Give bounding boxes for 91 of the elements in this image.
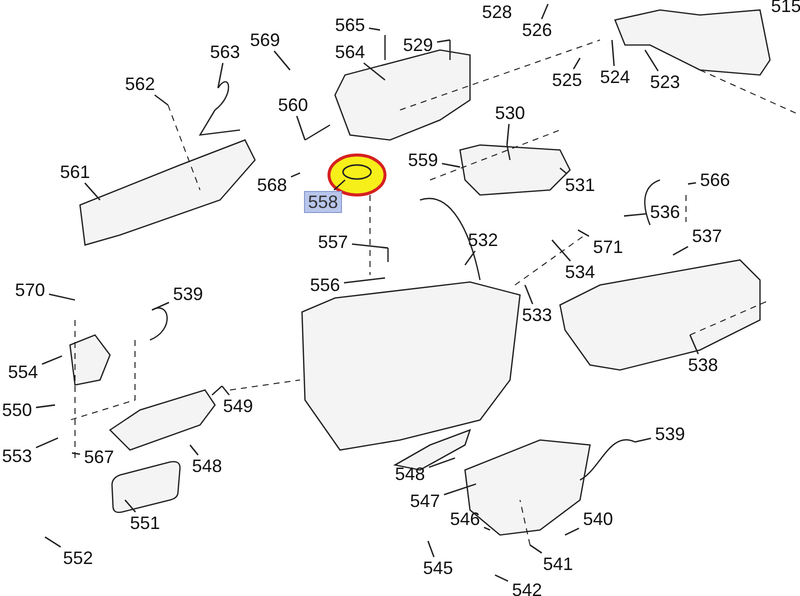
callout-number: 566 xyxy=(697,170,733,190)
callout-number: 570 xyxy=(12,280,48,300)
leader-line xyxy=(541,4,549,20)
leader-line xyxy=(368,27,380,31)
callout-number: 524 xyxy=(597,67,633,87)
leader-line xyxy=(428,457,456,468)
callout-number: 561 xyxy=(57,162,93,182)
leader-line xyxy=(189,444,199,456)
leader-line xyxy=(444,483,476,496)
leader-line xyxy=(290,172,300,178)
callout-number: 537 xyxy=(689,226,725,246)
leader-line xyxy=(48,294,76,301)
leader-line xyxy=(124,500,136,512)
callout-number: 554 xyxy=(5,362,41,382)
callout-number: 552 xyxy=(60,548,96,568)
leader-line xyxy=(689,334,699,354)
callout-number: 536 xyxy=(647,202,683,222)
leader-line xyxy=(564,528,580,536)
leader-line xyxy=(352,243,388,249)
leader-line xyxy=(84,182,101,200)
callout-number: 569 xyxy=(247,30,283,50)
callout-number: 548 xyxy=(189,456,225,476)
callout-number: 525 xyxy=(549,70,585,90)
leader-line xyxy=(484,526,490,531)
leader-line xyxy=(524,284,534,304)
callout-number: 531 xyxy=(562,175,598,195)
leader-line xyxy=(334,179,346,191)
callout-number: 559 xyxy=(405,150,441,170)
callout-number: 548 xyxy=(392,464,428,484)
leader-line xyxy=(154,94,168,106)
leader-line xyxy=(44,536,62,548)
callout-number: 534 xyxy=(562,262,598,282)
leader-line xyxy=(672,246,688,256)
callout-number: 553 xyxy=(0,446,35,466)
leader-line xyxy=(634,438,652,443)
callout-number: 550 xyxy=(0,400,35,420)
callout-number: 560 xyxy=(275,95,311,115)
leader-line xyxy=(217,62,224,88)
callout-number: 528 xyxy=(479,2,515,22)
leader-line xyxy=(688,182,696,185)
leader-line xyxy=(427,540,435,558)
leader-line xyxy=(42,355,62,365)
leader-line xyxy=(560,167,568,175)
leader-line xyxy=(464,250,476,266)
callout-number: 558 xyxy=(304,191,342,213)
leader-line xyxy=(274,50,291,70)
leader-line xyxy=(530,544,542,554)
callout-number: 556 xyxy=(307,275,343,295)
leader-line xyxy=(436,39,450,43)
callout-number: 549 xyxy=(220,396,256,416)
leader-line xyxy=(363,62,386,81)
callout-number: 551 xyxy=(127,513,163,533)
leader-line xyxy=(36,404,56,408)
leader-line xyxy=(36,437,58,448)
leader-line xyxy=(344,277,386,284)
callout-number: 539 xyxy=(170,284,206,304)
callout-number: 533 xyxy=(519,305,555,325)
leader-line xyxy=(644,50,659,72)
callout-number: 564 xyxy=(332,42,368,62)
callout-number: 547 xyxy=(407,491,443,511)
callout-number: 538 xyxy=(685,355,721,375)
callout-number: 542 xyxy=(509,580,545,596)
leader-line xyxy=(442,162,460,168)
callout-number: 526 xyxy=(519,20,555,40)
callout-number: 532 xyxy=(465,230,501,250)
leader-line xyxy=(221,386,230,396)
callout-number: 571 xyxy=(590,237,626,257)
leader-line xyxy=(572,58,581,70)
callout-number: 541 xyxy=(540,554,576,574)
callout-number: 557 xyxy=(315,232,351,252)
callout-number: 545 xyxy=(420,558,456,578)
callout-number: 529 xyxy=(400,35,436,55)
callout-number: 563 xyxy=(207,42,243,62)
callout-number: 539 xyxy=(652,424,688,444)
leader-line xyxy=(152,302,170,311)
callout-number: 568 xyxy=(254,175,290,195)
callout-number: 567 xyxy=(81,447,117,467)
callout-number: 540 xyxy=(580,509,616,529)
callout-number: 530 xyxy=(492,103,528,123)
callout-number: 565 xyxy=(332,15,368,35)
leader-line xyxy=(296,116,306,140)
callout-number: 546 xyxy=(447,509,483,529)
leader-line xyxy=(624,213,646,217)
leader-line xyxy=(494,574,508,582)
callout-number: 523 xyxy=(647,72,683,92)
leader-line xyxy=(611,40,615,66)
leader-line xyxy=(578,229,590,237)
leader-line xyxy=(551,240,571,262)
leader-line xyxy=(72,452,80,455)
leader-line xyxy=(506,124,510,146)
callout-number: 562 xyxy=(122,74,158,94)
